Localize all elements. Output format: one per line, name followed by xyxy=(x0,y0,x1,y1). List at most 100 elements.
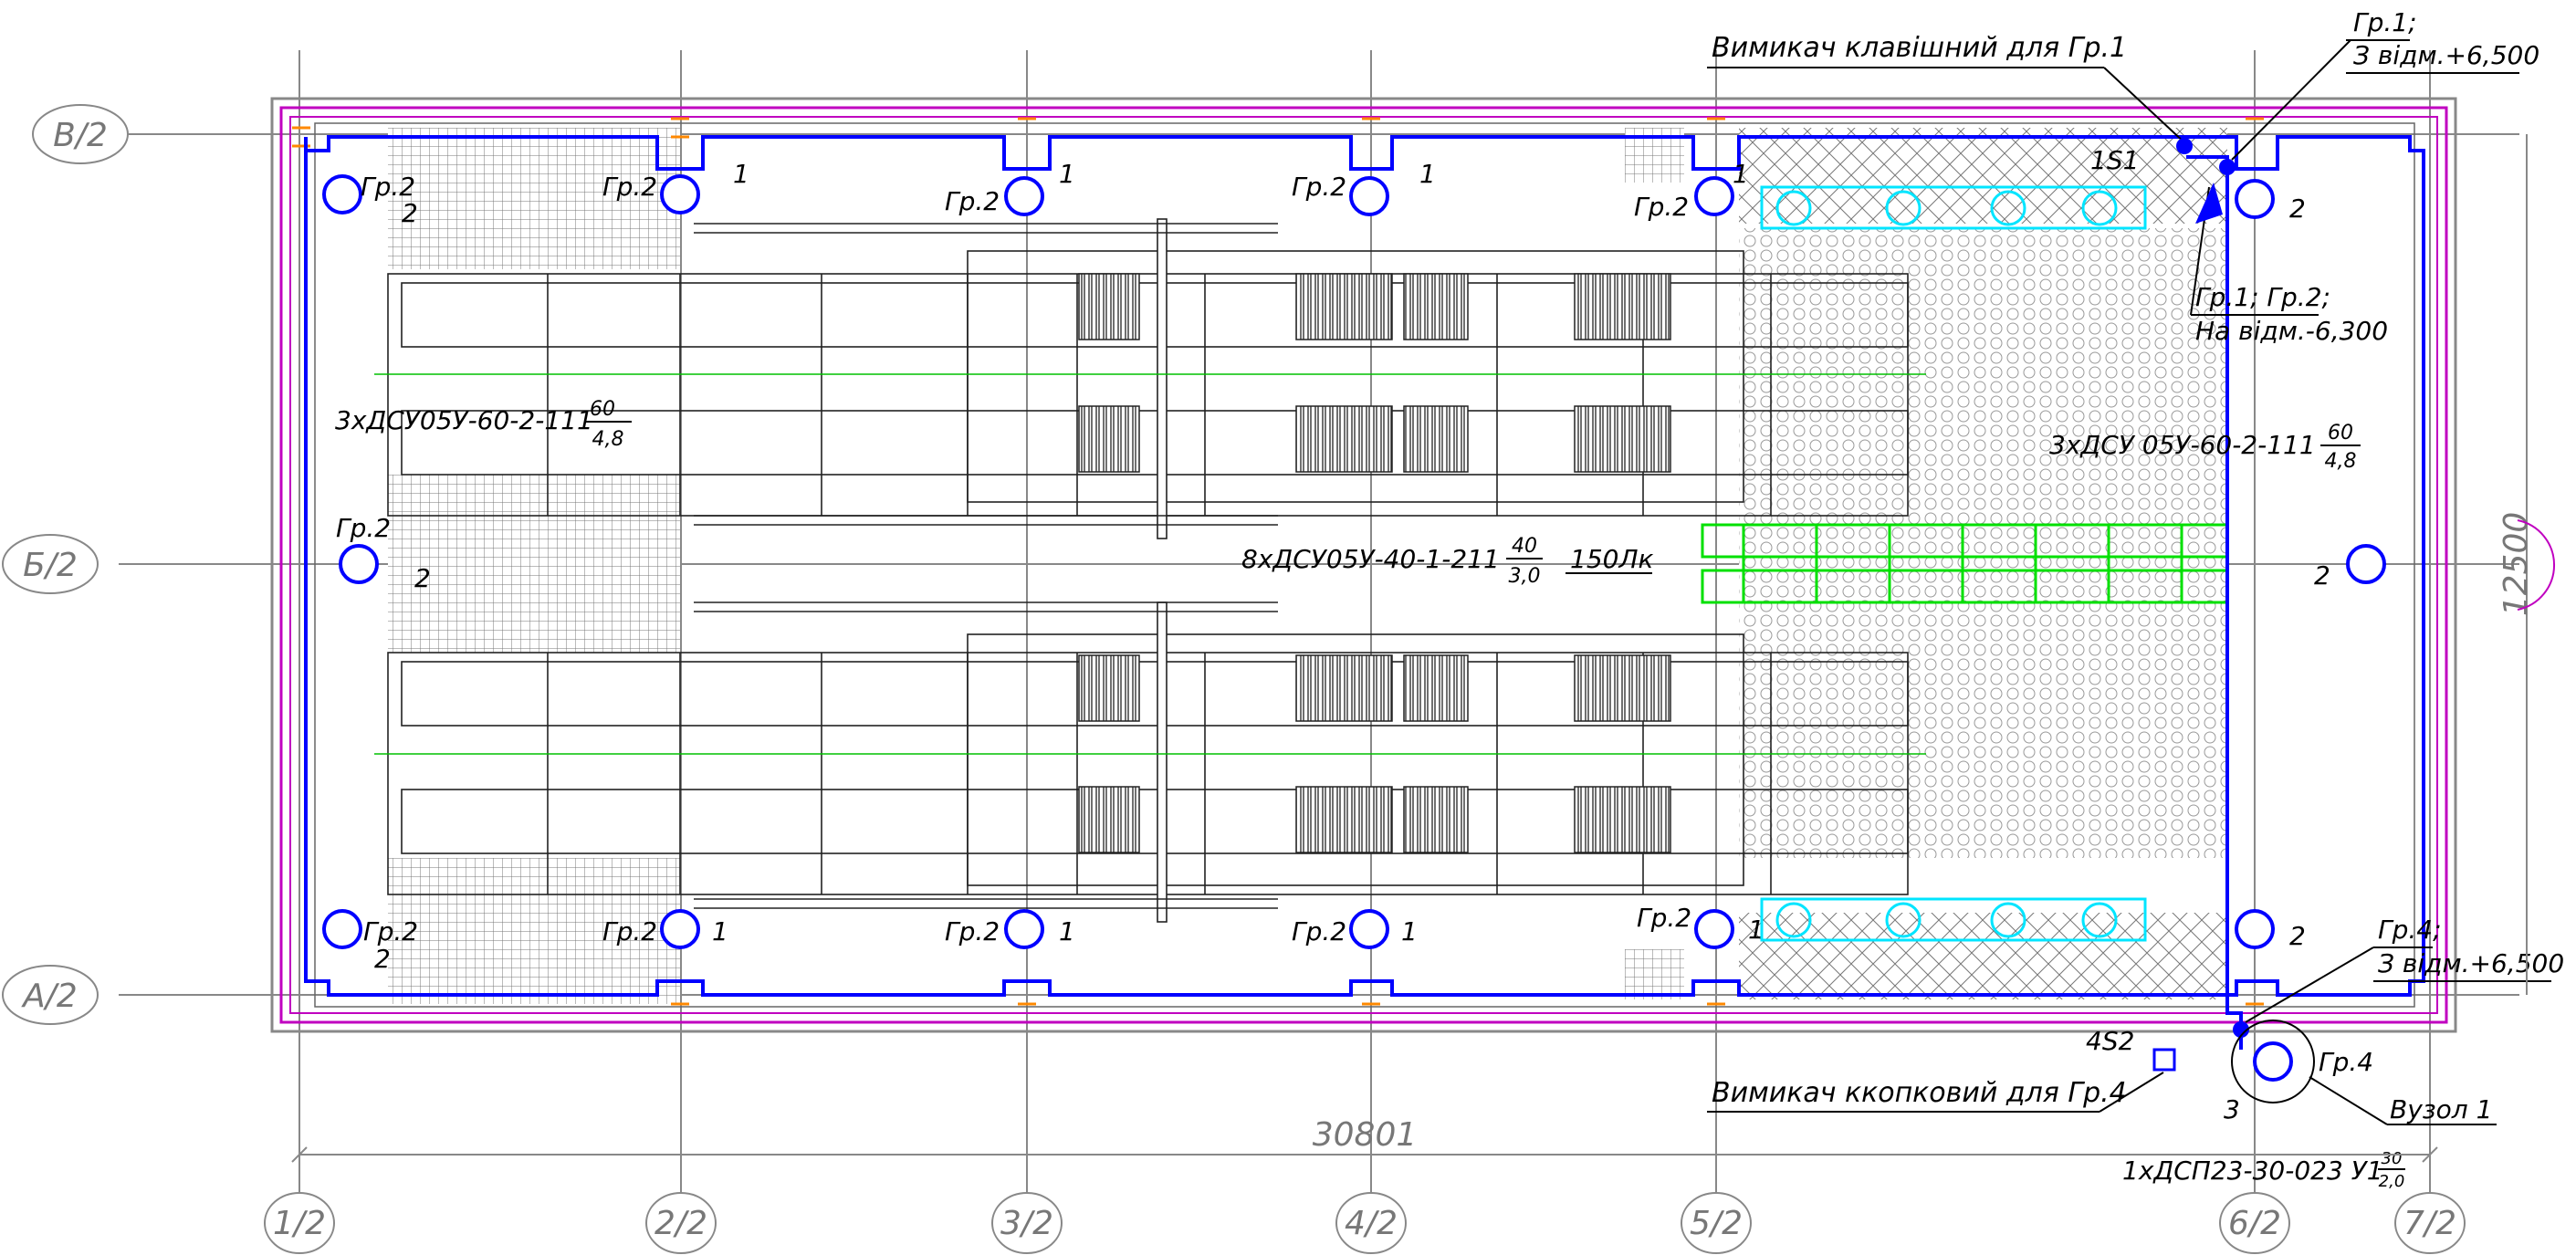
luminaire xyxy=(1694,909,1734,949)
svg-text:2: 2 xyxy=(2289,921,2306,951)
svg-text:3хДСУ05У-60-2-111: 3хДСУ05У-60-2-111 xyxy=(335,405,593,435)
svg-text:Вимикач клавішний для Гр.1: Вимикач клавішний для Гр.1 xyxy=(1712,32,2127,64)
luminaire xyxy=(1349,176,1389,216)
luminaire xyxy=(1694,176,1734,216)
svg-text:Гр.2: Гр.2 xyxy=(1292,916,1346,946)
luminaire xyxy=(2346,544,2386,584)
svg-text:1: 1 xyxy=(1419,159,1436,189)
svg-text:2: 2 xyxy=(414,563,431,593)
length-dimension: 30801 xyxy=(1313,1116,1418,1154)
luminaire xyxy=(2235,179,2275,219)
svg-text:Гр.2: Гр.2 xyxy=(945,916,1000,946)
svg-text:Гр.1; Гр.2;: Гр.1; Гр.2; xyxy=(2195,282,2330,312)
column-axis-markers: 1/2 2/2 3/2 4/2 5/2 6/2 7/2 xyxy=(264,1192,2466,1254)
svg-text:Гр.2: Гр.2 xyxy=(945,186,1000,216)
svg-text:Гр.2: Гр.2 xyxy=(361,172,415,202)
svg-text:На відм.-6,300: На відм.-6,300 xyxy=(2195,316,2388,346)
svg-text:2: 2 xyxy=(374,944,391,974)
svg-text:Гр.1;: Гр.1; xyxy=(2353,7,2417,37)
switch1-annotation: Вимикач клавішний для Гр.1 1S1 xyxy=(1707,32,2193,175)
svg-text:Вимикач ккопковий для Гр.4: Вимикач ккопковий для Гр.4 xyxy=(1712,1077,2127,1109)
gr12-riser-annotation: Гр.1; Гр.2; На відм.-6,300 xyxy=(2190,183,2388,346)
col-label-5: 5/2 xyxy=(1690,1205,1743,1242)
luminaire xyxy=(322,909,362,949)
svg-text:1: 1 xyxy=(1748,915,1764,945)
building-walls xyxy=(270,97,2457,1033)
vent-grilles xyxy=(1078,273,1671,853)
svg-text:8хДСУ05У-40-1-211: 8хДСУ05У-40-1-211 xyxy=(1241,544,1500,574)
svg-text:4,8: 4,8 xyxy=(592,428,624,451)
svg-text:3хДСУ 05У-60-2-111: 3хДСУ 05У-60-2-111 xyxy=(2049,430,2316,460)
svg-text:1: 1 xyxy=(1059,159,1075,189)
svg-text:1: 1 xyxy=(733,159,749,189)
luminaire xyxy=(2235,909,2275,949)
illuminance-label: 150Лк xyxy=(1570,544,1653,574)
svg-text:60: 60 xyxy=(2328,422,2353,444)
luminaires xyxy=(322,174,2386,1082)
luminaire xyxy=(1349,909,1389,949)
gr1-riser-annotation: Гр.1; З відм.+6,500 xyxy=(2219,7,2539,175)
svg-text:1: 1 xyxy=(712,916,728,946)
col-label-6: 6/2 xyxy=(2228,1205,2281,1242)
lighting-axis-lines xyxy=(374,373,1926,755)
svg-text:1хДСП23-30-023 У1: 1хДСП23-30-023 У1 xyxy=(2122,1156,2383,1186)
lamp-spec-center: 8хДСУ05У-40-1-211 40 3,0 150Лк xyxy=(1241,535,1653,588)
svg-text:Гр.2: Гр.2 xyxy=(363,916,418,946)
svg-text:1: 1 xyxy=(1401,916,1418,946)
outdoor-luminaire xyxy=(2253,1041,2293,1082)
svg-text:2,0: 2,0 xyxy=(2379,1172,2405,1191)
col-label-2: 2/2 xyxy=(654,1205,707,1242)
svg-text:Гр.4;: Гр.4; xyxy=(2378,915,2442,945)
svg-text:2: 2 xyxy=(2289,193,2306,224)
svg-text:4,8: 4,8 xyxy=(2325,450,2357,473)
svg-text:Гр.2: Гр.2 xyxy=(602,916,657,946)
svg-text:3,0: 3,0 xyxy=(1509,565,1541,588)
switch4-annotation: Вимикач ккопковий для Гр.4 4S2 xyxy=(1707,1026,2176,1113)
svg-text:Вузол 1: Вузол 1 xyxy=(2390,1094,2492,1124)
lamp-spec-right: 3хДСУ 05У-60-2-111 60 4,8 xyxy=(2049,422,2361,473)
luminaire xyxy=(322,174,362,214)
svg-text:Гр.2: Гр.2 xyxy=(1292,172,1346,202)
col-label-3: 3/2 xyxy=(1000,1205,1053,1242)
equipment-block-top xyxy=(387,218,1909,539)
equipment-block-bottom xyxy=(387,601,1909,923)
node-annotation: Вузол 1 xyxy=(2231,1020,2497,1125)
svg-text:З відм.+6,500: З відм.+6,500 xyxy=(2378,948,2564,978)
dimension-width: 12500 xyxy=(2497,134,2556,995)
cyan-equipment xyxy=(1760,185,2147,942)
svg-text:2: 2 xyxy=(402,198,418,228)
lamp-spec-outdoor: 1хДСП23-30-023 У1 30 2,0 xyxy=(2122,1149,2405,1191)
fixture-labels: Гр.2 Гр.2 Гр.2 Гр.2 Гр.2 Гр.2 Гр.2 Гр.2 … xyxy=(336,159,2373,1124)
svg-text:Гр.2: Гр.2 xyxy=(1634,192,1689,222)
col-label-4: 4/2 xyxy=(1345,1205,1398,1242)
svg-text:30: 30 xyxy=(2382,1149,2403,1168)
switch4-id: 4S2 xyxy=(2086,1026,2134,1056)
svg-text:З відм.+6,500: З відм.+6,500 xyxy=(2353,40,2539,70)
lamp-spec-left: 3хДСУ05У-60-2-111 60 4,8 xyxy=(335,398,632,451)
svg-text:2: 2 xyxy=(2314,560,2330,591)
svg-text:Гр.4: Гр.4 xyxy=(2319,1047,2373,1077)
row-label-b: Б/2 xyxy=(23,547,78,584)
svg-text:60: 60 xyxy=(590,398,615,421)
luminaire xyxy=(660,909,700,949)
svg-text:Гр.2: Гр.2 xyxy=(602,172,657,202)
svg-text:1: 1 xyxy=(1059,916,1075,946)
row-label-v: В/2 xyxy=(53,117,108,154)
luminaire xyxy=(1004,176,1044,216)
row-axis-markers: В/2 Б/2 А/2 xyxy=(2,104,129,1025)
col-label-1: 1/2 xyxy=(273,1205,326,1242)
switch1-id: 1S1 xyxy=(2090,145,2139,175)
svg-text:1: 1 xyxy=(1733,159,1749,189)
luminaire xyxy=(660,174,700,214)
svg-text:Гр.2: Гр.2 xyxy=(336,513,391,543)
svg-text:40: 40 xyxy=(1512,535,1537,558)
luminaire xyxy=(339,544,379,584)
gr4-riser-annotation: Гр.4; З відм.+6,500 xyxy=(2233,915,2564,1038)
svg-text:3: 3 xyxy=(2224,1094,2240,1124)
svg-text:Гр.2: Гр.2 xyxy=(1637,903,1691,933)
row-label-a: А/2 xyxy=(21,978,78,1015)
dimension-length: 30801 xyxy=(291,1116,2438,1163)
col-label-7: 7/2 xyxy=(2403,1205,2456,1242)
width-dimension: 12500 xyxy=(2497,512,2535,617)
